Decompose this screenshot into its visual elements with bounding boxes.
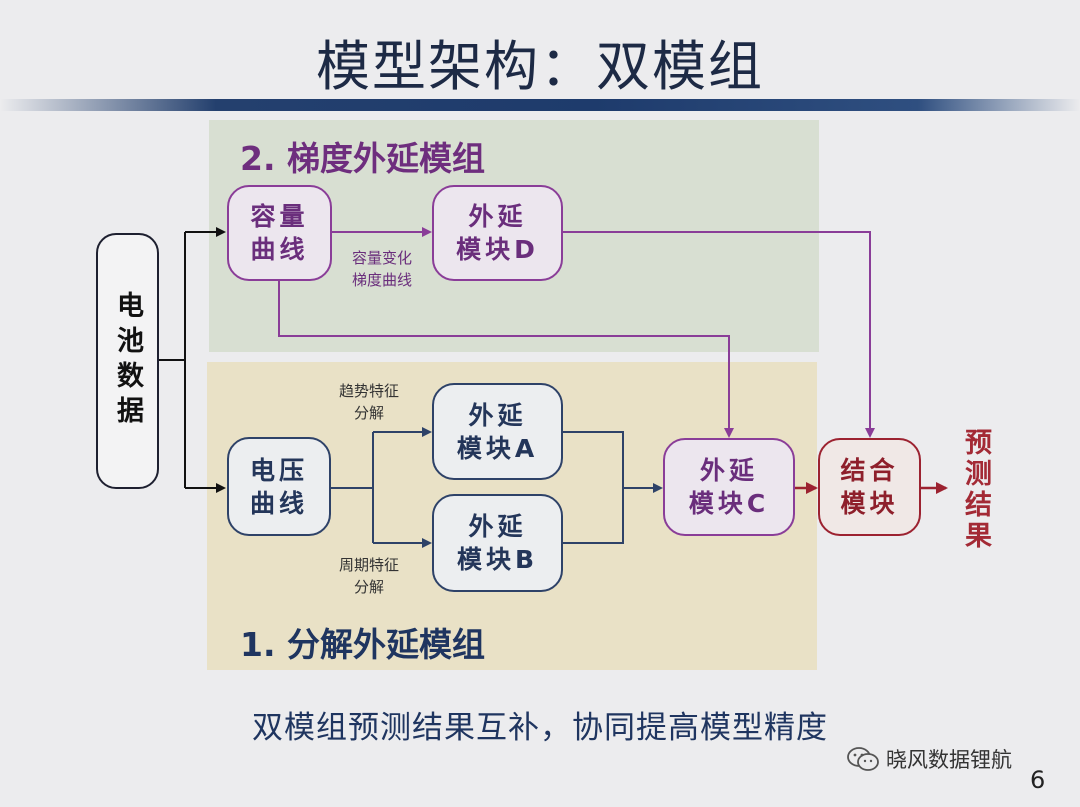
page-title: 模型架构：双模组: [316, 35, 764, 98]
summary-caption: 双模组预测结果互补，协同提高模型精度: [252, 710, 828, 746]
extension-module-d-box: 外延 模块D: [432, 185, 563, 281]
capacity-curve-box: 容量 曲线: [227, 185, 332, 281]
wechat-icon: [847, 747, 879, 771]
watermark-text: 晓风数据锂航: [886, 748, 1012, 772]
prediction-result-label: 预测结果: [960, 428, 991, 552]
arrow-d-to-combine: [563, 231, 875, 438]
extension-module-a-box: 外延 模块A: [432, 383, 563, 480]
extension-module-c-box: 外延 模块C: [663, 438, 795, 536]
period-decomposition-annotation: 周期特征 分解: [338, 556, 399, 596]
combine-module-box: 结合 模块: [818, 438, 921, 536]
capacity-gradient-annotation: 容量变化 梯度曲线: [351, 249, 412, 289]
wire-a-merge: [563, 431, 624, 488]
watermark: 晓风数据锂航: [846, 744, 1012, 774]
gradient-module-label: 2. 梯度外延模组: [240, 139, 485, 178]
decompose-module-label: 1. 分解外延模组: [240, 625, 485, 664]
extension-module-b-box: 外延 模块B: [432, 494, 563, 592]
voltage-curve-box: 电压 曲线: [227, 437, 331, 536]
wire-b-merge: [563, 488, 624, 544]
page-number: 6: [1030, 766, 1046, 794]
trend-decomposition-annotation: 趋势特征 分解: [338, 382, 399, 422]
arrow-capacity-to-c: [278, 281, 734, 438]
battery-data-box: 电池数据: [96, 233, 159, 489]
title-divider: [0, 99, 1080, 111]
